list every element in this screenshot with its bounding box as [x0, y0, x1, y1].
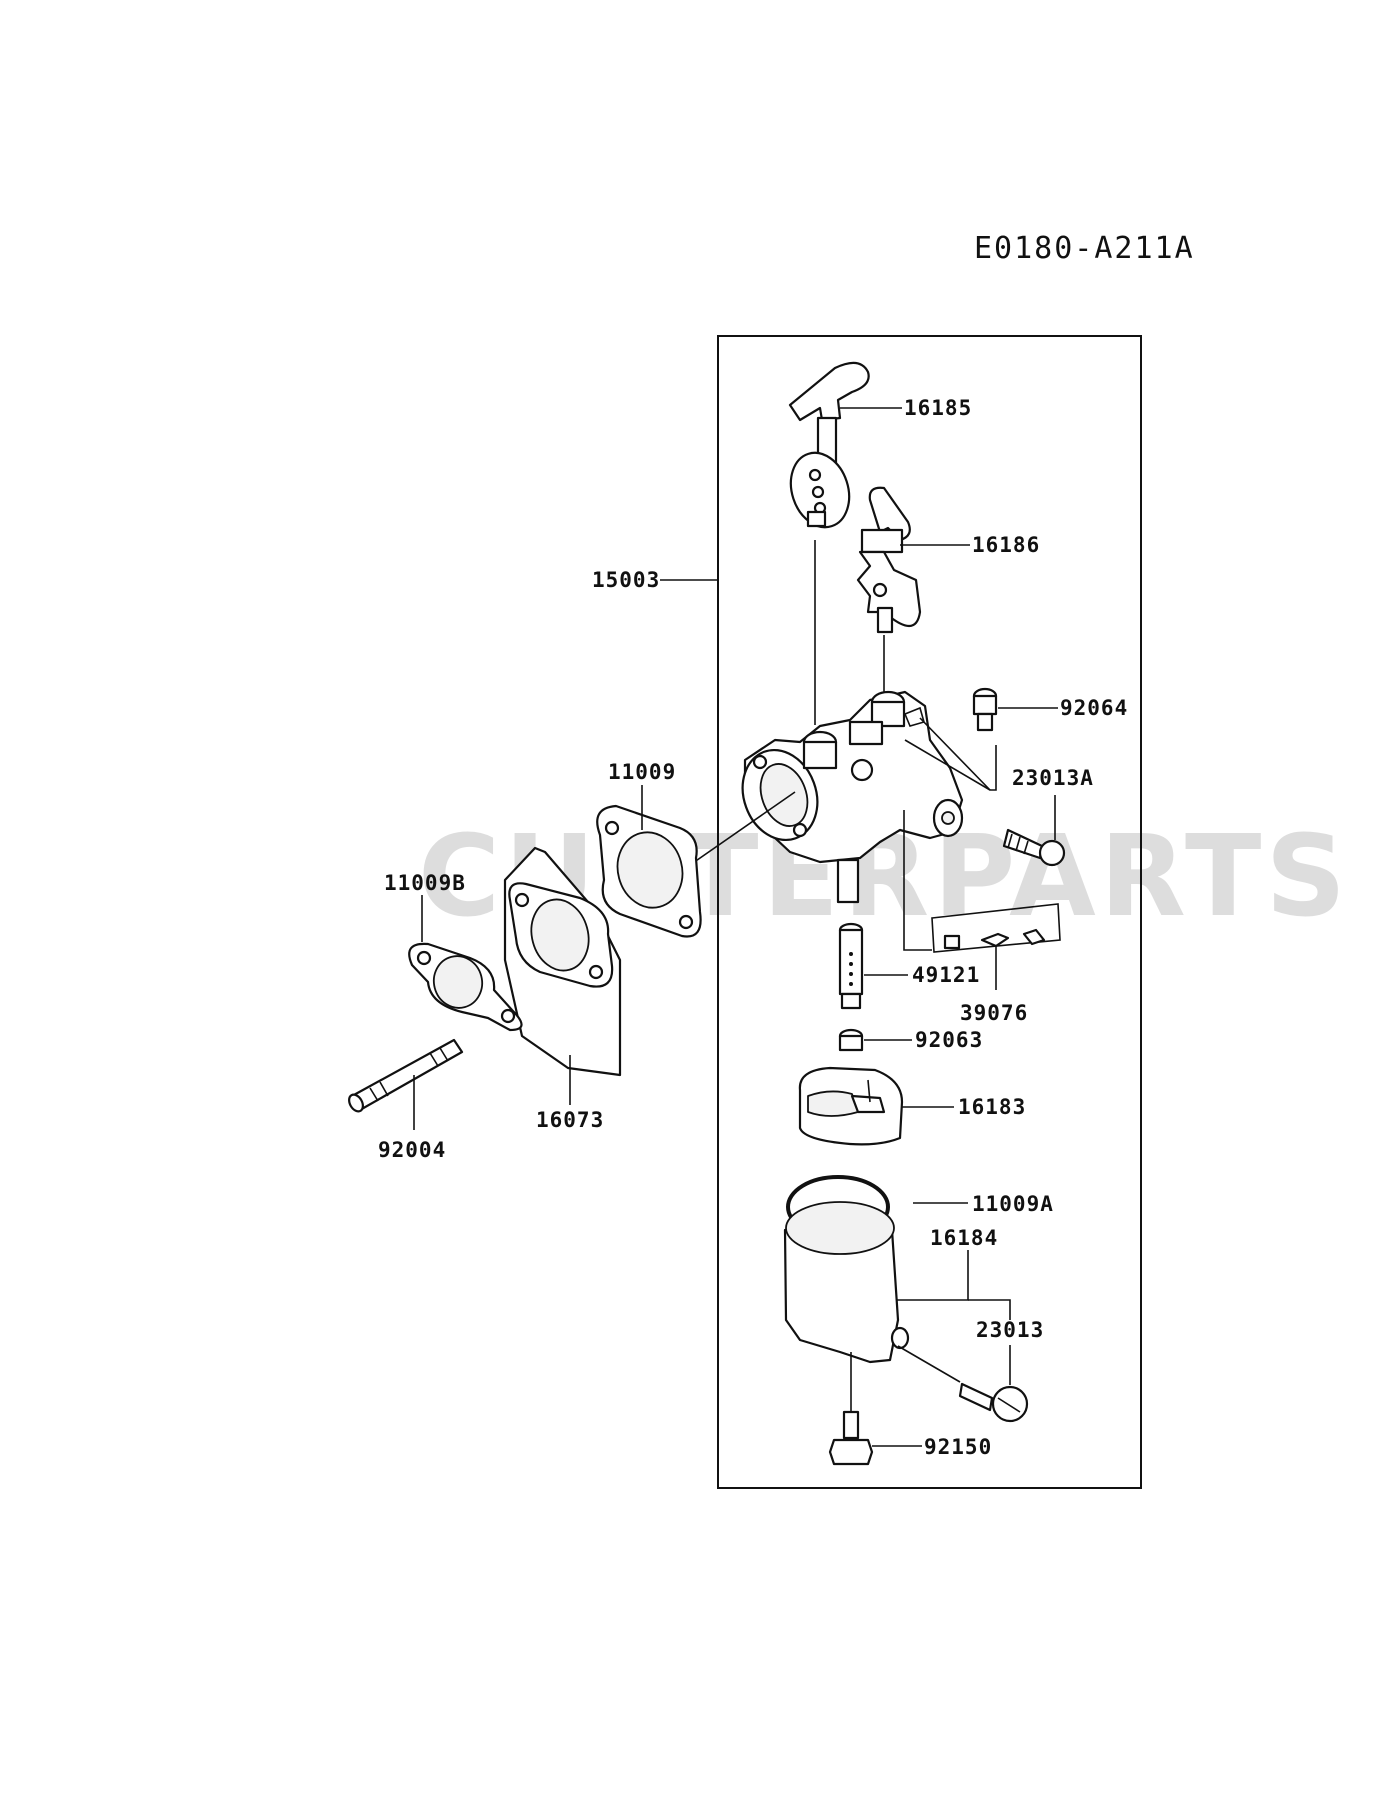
part-92064-screw[interactable]: [972, 687, 998, 732]
diagram-code: E0180-A211A: [974, 231, 1195, 266]
callout-16185: 16185: [904, 396, 972, 420]
part-16186-throttle-shaft[interactable]: [856, 486, 922, 634]
callout-16073: 16073: [536, 1108, 604, 1132]
callout-92004: 92004: [378, 1138, 446, 1162]
callout-16184: 16184: [930, 1226, 998, 1250]
part-15003-carburetor-body[interactable]: [730, 690, 964, 904]
part-23013A-screw[interactable]: [1002, 828, 1066, 867]
part-16073-insulator[interactable]: [503, 846, 622, 1077]
assembly-frame: [717, 335, 1142, 1489]
callout-49121: 49121: [912, 963, 980, 987]
part-92004-stud[interactable]: [346, 1038, 464, 1114]
part-49121-emulsion-tube[interactable]: [838, 922, 864, 1010]
callout-92064: 92064: [1060, 696, 1128, 720]
callout-92150: 92150: [924, 1435, 992, 1459]
callout-39076: 39076: [960, 1001, 1028, 1025]
callout-23013: 23013: [976, 1318, 1044, 1342]
callout-11009A: 11009A: [972, 1192, 1054, 1216]
part-23013-screw[interactable]: [958, 1382, 1029, 1423]
callout-11009B: 11009B: [384, 871, 466, 895]
part-16183-float[interactable]: [798, 1066, 904, 1146]
part-39076-kit[interactable]: [943, 928, 1046, 950]
part-11009-gasket[interactable]: [596, 804, 702, 938]
part-92063-jet[interactable]: [838, 1028, 864, 1052]
callout-16186: 16186: [972, 533, 1040, 557]
callout-15003: 15003: [592, 568, 660, 592]
callout-11009: 11009: [608, 760, 676, 784]
part-11009B-gasket[interactable]: [408, 942, 523, 1032]
part-92150-drain-bolt[interactable]: [828, 1410, 874, 1466]
callout-23013A: 23013A: [1012, 766, 1094, 790]
callout-16183: 16183: [958, 1095, 1026, 1119]
part-16184-float-bowl[interactable]: [783, 1201, 910, 1364]
callout-92063: 92063: [915, 1028, 983, 1052]
part-16185-choke-shaft[interactable]: [782, 361, 870, 535]
